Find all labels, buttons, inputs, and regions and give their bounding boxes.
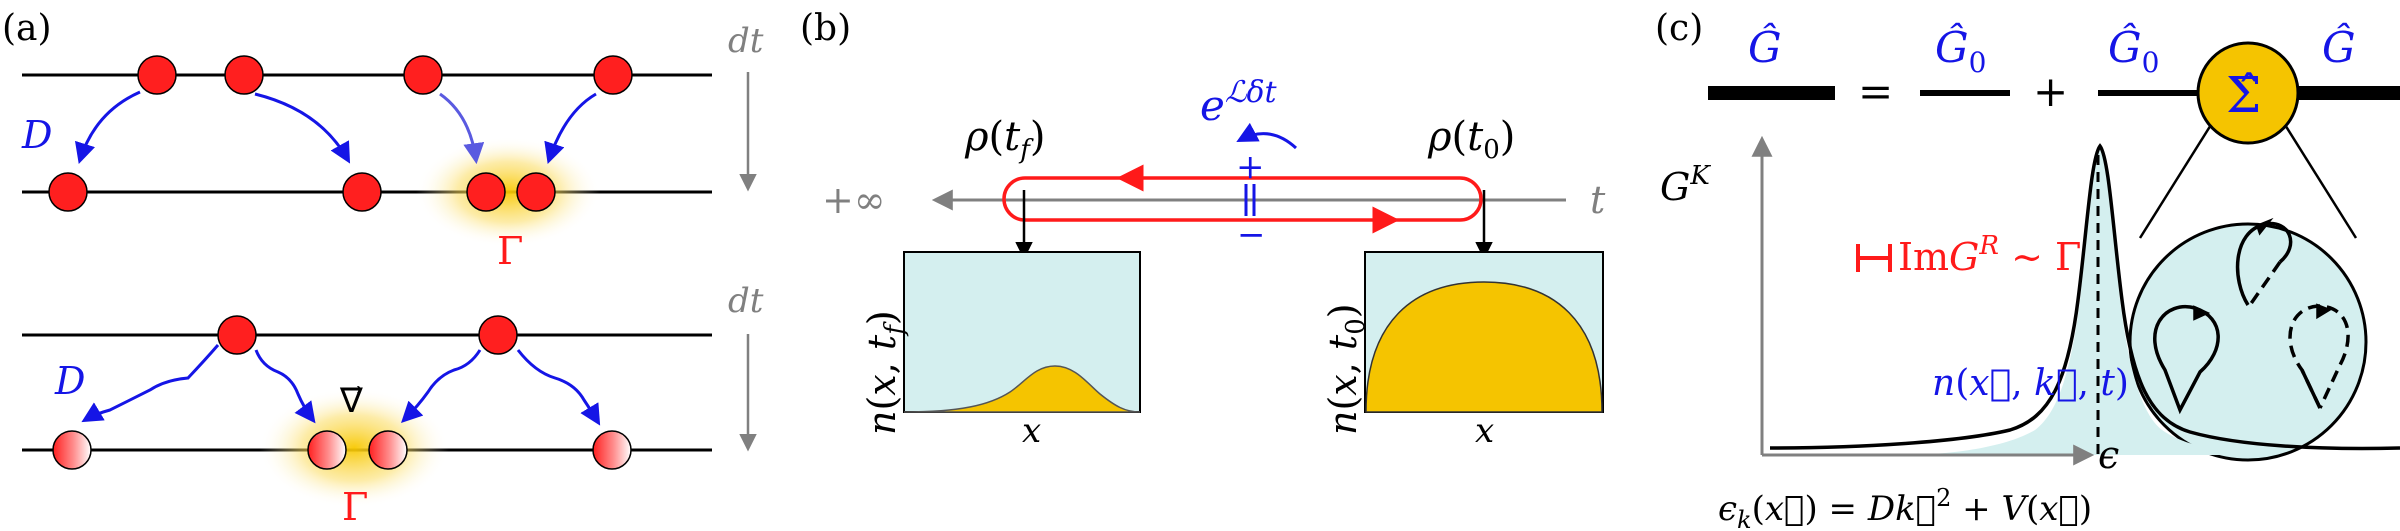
G-hat-label: Ĝ (1748, 22, 1782, 72)
panel-b: (b) +∞ t + − eℒδt ρ(tf) ρ(t0) x n(x, tf)… (800, 8, 1606, 451)
hop-arrow (544, 92, 597, 164)
decay-label: Γ (497, 229, 523, 273)
loop-diagram-left (2153, 304, 2220, 415)
zoom-line (2280, 119, 2358, 239)
diffusion-label: D (54, 359, 85, 403)
particle (137, 55, 177, 95)
wavy-hop-arrow (254, 349, 316, 424)
particle (224, 55, 264, 95)
y-label-left: n(x, tf) (860, 310, 910, 435)
loop-diagram-right (2288, 303, 2350, 409)
epsilon-axis-label: ϵ (2098, 433, 2119, 477)
wavy-hop-arrow (81, 344, 220, 423)
rho-tf-label: ρ(tf) (964, 114, 1045, 165)
y-label-right: n(x, t0) (1321, 303, 1371, 435)
G-hat-label-2: Ĝ (2322, 22, 2356, 72)
particle-fading (307, 430, 347, 470)
evolution-arrow (1236, 122, 1298, 150)
linewidth-label: ImGR ∼ Γ (1898, 231, 2081, 279)
panel-a: (a) D Γ dt D (2, 8, 764, 529)
self-energy-blob (2196, 41, 2300, 145)
hop-arrow (254, 92, 351, 164)
keldysh-contour (1002, 176, 1483, 222)
particle (466, 172, 506, 212)
particle (593, 55, 633, 95)
zoom-line (2138, 119, 2216, 239)
rho-t0-label: ρ(t0) (1427, 114, 1515, 165)
loop-diagram-top (2235, 217, 2293, 307)
glow-region (416, 137, 600, 247)
dt-label: dt (728, 21, 764, 61)
particle (403, 55, 443, 95)
panel-c-label: (c) (1655, 8, 1703, 49)
wavy-hop-arrow (401, 349, 482, 423)
decay-label: Γ (342, 485, 368, 529)
particle-fading (368, 430, 408, 470)
particle (342, 172, 382, 212)
x-label-right: x (1475, 411, 1494, 451)
panel-a-label: (a) (2, 8, 52, 49)
equals-sign: = (1858, 67, 1893, 116)
wigner-label: n(x⃗, k⃗, t) (1932, 363, 2129, 404)
density-curve-t0 (1365, 281, 1603, 413)
particle (478, 315, 518, 355)
minus-branch-label: − (1237, 215, 1266, 255)
diagram-inset (2128, 222, 2368, 462)
dispersion-relation: ϵk(x⃗) = Dk⃗2 + V(x⃗) (1718, 484, 2092, 531)
sigma-hat-label: Σ̂ (2226, 66, 2261, 124)
evolution-operator: eℒδt (1200, 75, 1278, 130)
panel-b-label: (b) (800, 8, 851, 49)
spectral-curve (1769, 143, 2400, 451)
x-label-left: x (1022, 411, 1041, 451)
particle (48, 172, 88, 212)
G0-hat-label: Ĝ0 (1935, 22, 1986, 79)
density-curve-tf (903, 365, 1141, 413)
GK-label: GK (1660, 161, 1711, 209)
gradient-label: ∇⃗ (339, 381, 363, 421)
plus-infinity-label: +∞ (822, 178, 886, 222)
dt-label: dt (728, 281, 764, 321)
panel-c: (c) Ĝ = Ĝ0 + Ĝ0 Ĝ Σ̂ (1655, 8, 2400, 531)
plus-branch-label: + (1236, 147, 1265, 187)
particle (516, 172, 556, 212)
plus-sign: + (2033, 67, 2068, 116)
particle-fading (52, 430, 92, 470)
G0-hat-label-2: Ĝ0 (2108, 22, 2159, 79)
wavy-hop-arrow (516, 349, 601, 426)
t-axis-label: t (1590, 178, 1606, 222)
particle (217, 315, 257, 355)
spectral-fill (1900, 150, 2270, 455)
diffusion-label: D (21, 113, 52, 157)
hop-arrow (439, 92, 485, 165)
particle-fading (592, 430, 632, 470)
hop-arrow (74, 90, 141, 165)
